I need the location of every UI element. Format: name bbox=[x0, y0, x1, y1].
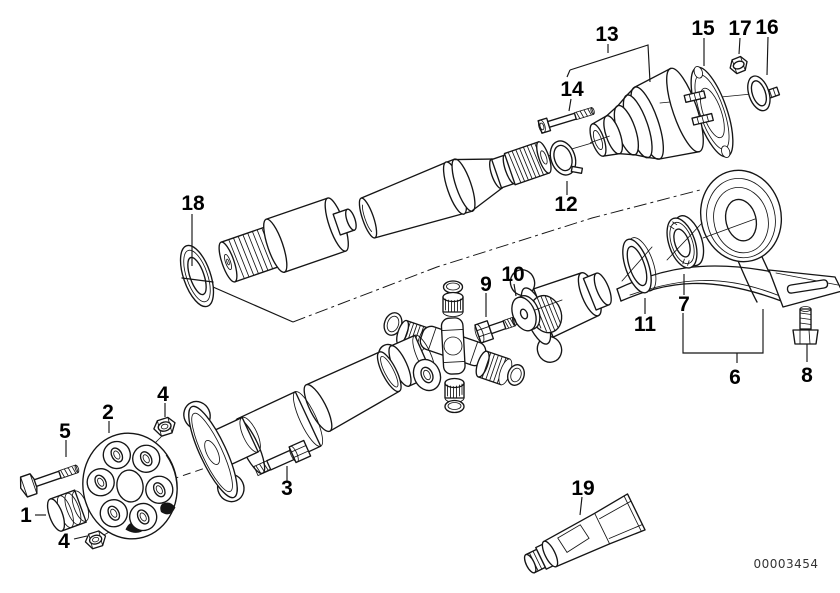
callout-leader-lines bbox=[35, 36, 808, 540]
bracket-bolt-part bbox=[792, 306, 819, 345]
callout-7[interactable]: 7 bbox=[678, 293, 690, 316]
locknut-lower-part bbox=[82, 528, 109, 551]
flexdisc-bolt-part bbox=[19, 464, 80, 498]
callout-18[interactable]: 18 bbox=[181, 192, 205, 215]
callout-12[interactable]: 12 bbox=[554, 193, 577, 216]
yoke-bolt-part bbox=[474, 316, 517, 344]
centerlines bbox=[101, 91, 773, 536]
callout-10[interactable]: 10 bbox=[501, 263, 524, 286]
dust-cover-part bbox=[179, 244, 215, 308]
clamp-ring-part bbox=[747, 75, 781, 112]
callout-1[interactable]: 1 bbox=[20, 504, 32, 527]
callout-19[interactable]: 19 bbox=[571, 477, 594, 500]
callout-4b[interactable]: 4 bbox=[58, 530, 70, 553]
spline-stub-part bbox=[218, 197, 357, 283]
callout-13[interactable]: 13 bbox=[595, 23, 618, 46]
bearing-cap bbox=[444, 399, 465, 414]
grease-tube-part bbox=[523, 493, 646, 574]
washer-part bbox=[511, 295, 563, 332]
cv-stud bbox=[683, 90, 707, 103]
cv-nut-part bbox=[729, 55, 748, 75]
slide-axis-centerline bbox=[292, 189, 701, 323]
callout-14[interactable]: 14 bbox=[560, 78, 584, 101]
rear-shaft-part bbox=[358, 141, 552, 239]
cv-bolt-part bbox=[537, 106, 595, 134]
center-bearing-part bbox=[666, 215, 705, 269]
snap-ring-part bbox=[549, 140, 584, 176]
bearing-cap bbox=[507, 364, 525, 386]
callout-11[interactable]: 11 bbox=[634, 313, 657, 336]
callout-6[interactable]: 6 bbox=[729, 366, 741, 389]
callout-4a[interactable]: 4 bbox=[157, 383, 169, 406]
callout-17[interactable]: 17 bbox=[728, 17, 751, 40]
flange-yoke-part bbox=[183, 400, 261, 503]
callout-9[interactable]: 9 bbox=[480, 273, 492, 296]
callout-8[interactable]: 8 bbox=[801, 364, 813, 387]
callout-2[interactable]: 2 bbox=[102, 401, 114, 424]
callout-16[interactable]: 16 bbox=[755, 16, 778, 39]
flex-disc-part bbox=[82, 432, 178, 540]
weld-yoke-part bbox=[377, 334, 442, 392]
locknut-upper-part bbox=[151, 415, 179, 439]
spacer-sleeve-part bbox=[46, 489, 90, 532]
needle-cup bbox=[444, 377, 465, 403]
center-mount-bracket-part bbox=[616, 169, 840, 308]
callout-3[interactable]: 3 bbox=[281, 477, 293, 500]
dust-cover-pointer-line bbox=[212, 286, 294, 323]
callout-15[interactable]: 15 bbox=[691, 17, 715, 40]
needle-cup bbox=[442, 291, 464, 317]
slip-ring-part bbox=[621, 237, 657, 294]
needle-cup bbox=[475, 350, 513, 386]
callout-5[interactable]: 5 bbox=[59, 420, 71, 443]
callout-labels: 1 2 3 4 4 5 6 7 8 9 10 11 12 13 14 15 16… bbox=[20, 16, 813, 553]
front-tube-part bbox=[303, 351, 402, 433]
cv-stud bbox=[691, 112, 714, 126]
bearing-cap bbox=[442, 280, 464, 294]
cv-joint-part bbox=[589, 67, 714, 160]
spline-yoke-part bbox=[509, 269, 612, 363]
flange-bolt-part bbox=[253, 439, 312, 477]
drawing-code: 00003454 bbox=[753, 557, 818, 571]
